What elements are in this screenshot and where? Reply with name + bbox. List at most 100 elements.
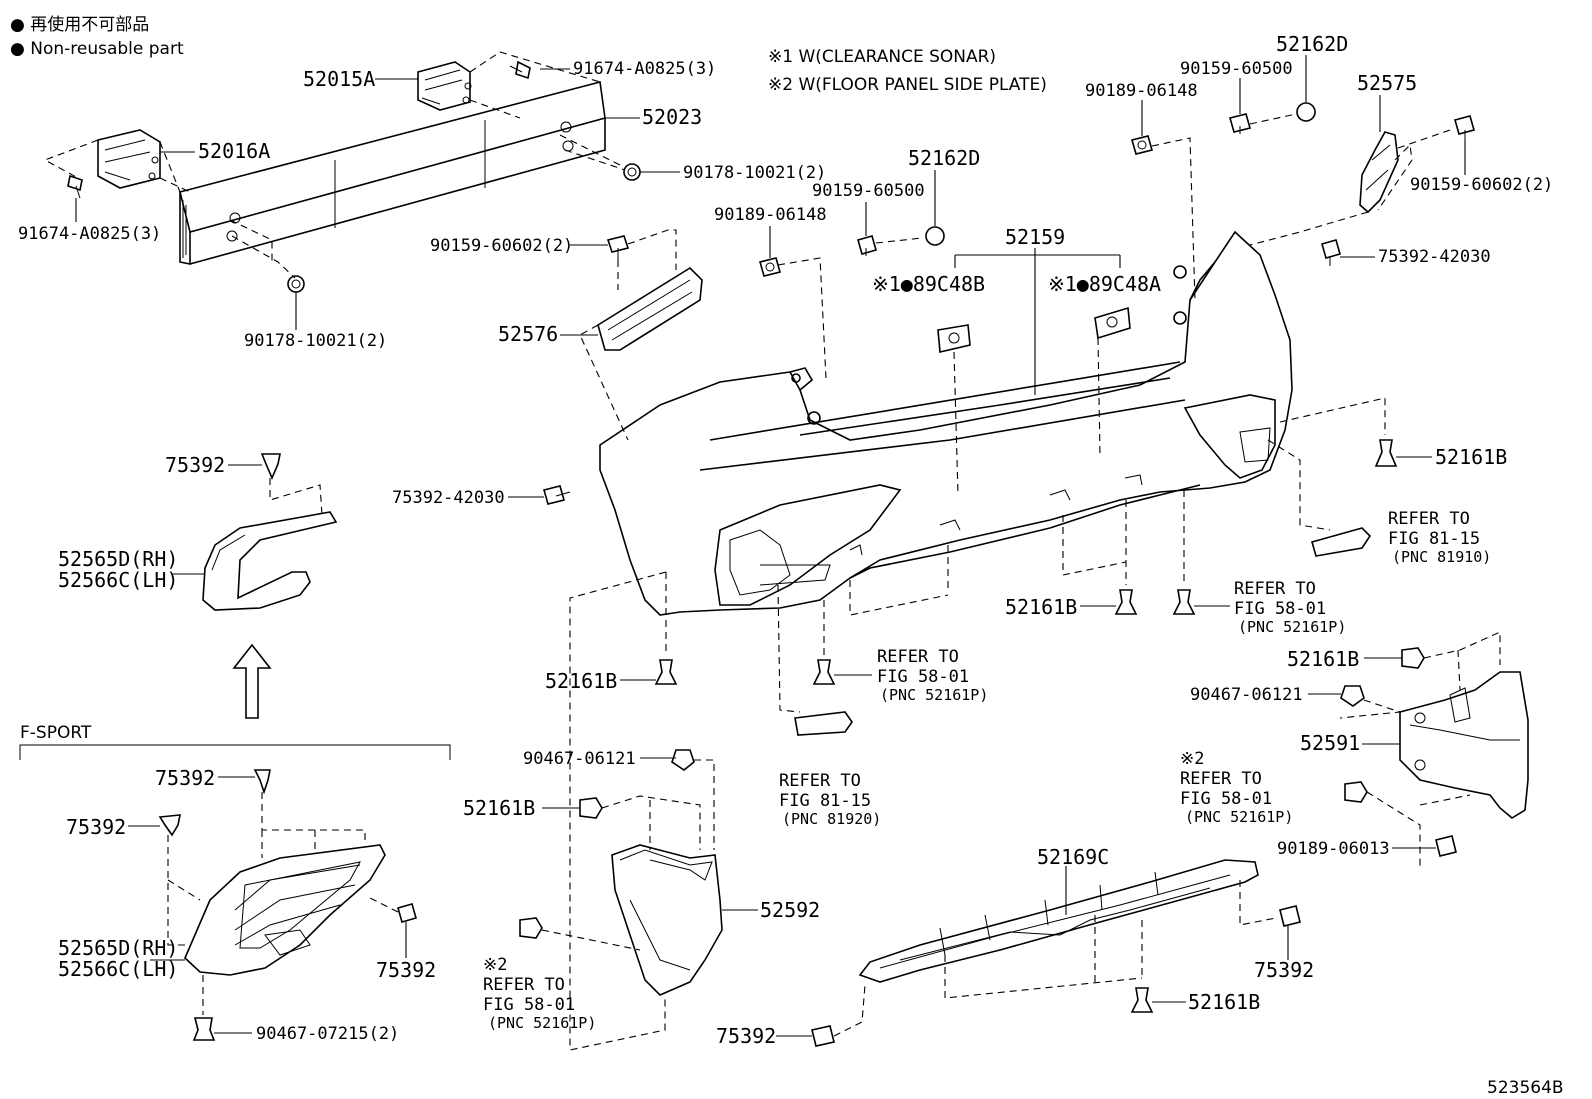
fsport-bezel-grille[interactable] bbox=[184, 844, 386, 976]
refer-fig-58-01-right[interactable]: REFER TO FIG 58-01 (PNC 52161P) bbox=[1234, 579, 1346, 636]
label-90189-06148-right: 90189-06148 bbox=[1085, 81, 1198, 101]
refer-fig-58-01-rear[interactable]: ※2 REFER TO FIG 58-01 (PNC 52161P) bbox=[1180, 749, 1293, 826]
side-retainer-52575[interactable] bbox=[1359, 131, 1399, 214]
label-52169c: 52169C bbox=[1037, 845, 1109, 869]
label-52565d-rh-b: 52565D(RH) bbox=[58, 936, 178, 960]
label-75392-42030-right: 75392-42030 bbox=[1378, 247, 1491, 267]
fog-bezel-52565d-52566c[interactable] bbox=[202, 511, 338, 611]
refer-5801-rear-l1: ※2 bbox=[1180, 749, 1204, 769]
label-52565d-rh-a: 52565D(RH) bbox=[58, 547, 178, 571]
label-52023: 52023 bbox=[642, 105, 702, 129]
clip-refer-5801-left[interactable] bbox=[519, 917, 543, 939]
clip-75392-42030-left[interactable] bbox=[543, 485, 571, 505]
clip-75392-fsport-left[interactable] bbox=[158, 814, 181, 837]
bolt-90159-60602-right[interactable] bbox=[1454, 115, 1475, 140]
legend-line-2: ● Non-reusable part bbox=[10, 39, 184, 59]
label-89c48b: ※1●89C48B bbox=[872, 272, 985, 296]
refer-5801-left-l2: REFER TO bbox=[483, 975, 565, 995]
refer-fig-81-15-center[interactable]: REFER TO FIG 81-15 (PNC 81920) bbox=[779, 771, 881, 828]
clip-52161b-right-upper[interactable] bbox=[1374, 439, 1398, 467]
label-52161b-center-left: 52161B bbox=[463, 796, 535, 820]
note-2: ※2 W(FLOOR PANEL SIDE PLATE) bbox=[768, 75, 1047, 95]
label-52576: 52576 bbox=[498, 322, 558, 346]
bolt-91674-a0825-left[interactable] bbox=[67, 174, 83, 199]
clip-75392-fsport-right[interactable] bbox=[397, 903, 417, 923]
label-75392-fsport-right: 75392 bbox=[376, 958, 436, 982]
bumper-cover-52159[interactable] bbox=[599, 230, 1293, 616]
clip-52161b-bottom-center[interactable] bbox=[1114, 589, 1138, 615]
refer-5801-center-l1: REFER TO bbox=[877, 647, 959, 667]
label-91674-a0825-left: 91674-A0825(3) bbox=[18, 224, 161, 244]
mudguard-52591[interactable] bbox=[1399, 671, 1529, 819]
clip-75392-diffuser-bottom[interactable] bbox=[811, 1025, 835, 1047]
label-75392-diffuser-right: 75392 bbox=[1254, 958, 1314, 982]
arrow-up-icon bbox=[232, 643, 272, 719]
clip-90189-06013[interactable] bbox=[1435, 835, 1457, 857]
label-75392-diffuser-bottom: 75392 bbox=[716, 1024, 776, 1048]
clip-52161b-center[interactable] bbox=[812, 659, 836, 685]
label-90467-06121-center: 90467-06121 bbox=[523, 749, 636, 769]
absorber-bracket-52016A[interactable] bbox=[97, 129, 161, 189]
label-89c48a: ※1●89C48A bbox=[1048, 272, 1161, 296]
label-52566c-lh-a: 52566C(LH) bbox=[58, 568, 178, 592]
diffuser-52169c[interactable] bbox=[858, 859, 1259, 983]
clip-75392-upper[interactable] bbox=[260, 453, 281, 481]
refer-5801-left-l4: (PNC 52161P) bbox=[488, 1014, 596, 1032]
sonar-retainer-89c48a[interactable] bbox=[1094, 306, 1131, 340]
legend-line-1: ● 再使用不可部品 bbox=[10, 14, 149, 35]
label-52159: 52159 bbox=[1005, 225, 1065, 249]
bolt-90159-60500-right[interactable] bbox=[1229, 113, 1251, 134]
clip-52161b-center-left[interactable] bbox=[579, 797, 603, 819]
label-90178-10021-bottom: 90178-10021(2) bbox=[244, 331, 387, 351]
refer-fig-81-15-right[interactable]: REFER TO FIG 81-15 (PNC 81910) bbox=[1388, 509, 1491, 566]
clip-refer-5801-rear[interactable] bbox=[1344, 781, 1368, 803]
nut-90178-10021-bottom[interactable] bbox=[287, 275, 305, 293]
clip-90467-07215[interactable] bbox=[192, 1017, 216, 1041]
bolt-90159-60602-left[interactable] bbox=[606, 235, 630, 260]
clip-75392-fsport-top[interactable] bbox=[253, 769, 271, 795]
label-52161b-right-upper: 52161B bbox=[1435, 445, 1507, 469]
label-52591: 52591 bbox=[1300, 731, 1360, 755]
clip-90189-06148-right[interactable] bbox=[1131, 135, 1153, 155]
label-75392-fsport-left: 75392 bbox=[66, 815, 126, 839]
clip-75392-42030-right[interactable] bbox=[1321, 239, 1341, 266]
label-90159-60500-center: 90159-60500 bbox=[812, 181, 925, 201]
label-90189-06148-center: 90189-06148 bbox=[714, 205, 827, 225]
label-90159-60602-right: 90159-60602(2) bbox=[1410, 175, 1553, 195]
absorber-bracket-52015A[interactable] bbox=[417, 61, 472, 111]
label-52592: 52592 bbox=[760, 898, 820, 922]
illustration-id: 523564B bbox=[1487, 1078, 1564, 1098]
label-90159-60602-left: 90159-60602(2) bbox=[430, 236, 573, 256]
refer-fig-58-01-center[interactable]: REFER TO FIG 58-01 (PNC 52161P) bbox=[877, 647, 988, 704]
clip-refer-5801-right[interactable] bbox=[1172, 589, 1196, 615]
note-1: ※1 W(CLEARANCE SONAR) bbox=[768, 47, 996, 67]
refer-fig-58-01-left[interactable]: ※2 REFER TO FIG 58-01 (PNC 52161P) bbox=[483, 955, 596, 1032]
bolt-90159-60500-center[interactable] bbox=[857, 235, 877, 256]
bolt-91674-a0825-top[interactable] bbox=[509, 60, 531, 80]
clip-52161b-left[interactable] bbox=[654, 659, 678, 685]
refer-8115-right-l1: REFER TO bbox=[1388, 509, 1470, 529]
plug-52162d-center[interactable] bbox=[925, 226, 945, 246]
nut-90467-06121-center[interactable] bbox=[671, 749, 695, 771]
refer-5801-rear-l3: FIG 58-01 bbox=[1180, 789, 1272, 809]
label-90189-06013: 90189-06013 bbox=[1277, 839, 1390, 859]
clip-52161b-right-rear[interactable] bbox=[1401, 647, 1425, 669]
sonar-retainer-89c48b[interactable] bbox=[937, 324, 971, 353]
plug-52162d-right[interactable] bbox=[1296, 102, 1316, 122]
nut-90467-06121-right[interactable] bbox=[1340, 685, 1365, 707]
clip-75392-diffuser-right[interactable] bbox=[1279, 905, 1301, 927]
side-retainer-52576[interactable] bbox=[597, 266, 703, 351]
refer-8115-center-l2: FIG 81-15 bbox=[779, 791, 871, 811]
nut-90178-10021-right[interactable] bbox=[623, 163, 641, 181]
label-52566c-lh-b: 52566C(LH) bbox=[58, 957, 178, 981]
mudguard-52592[interactable] bbox=[611, 844, 723, 996]
refer-5801-rear-l2: REFER TO bbox=[1180, 769, 1262, 789]
refer-5801-right-l3: (PNC 52161P) bbox=[1238, 618, 1346, 636]
label-90159-60500-right: 90159-60500 bbox=[1180, 59, 1293, 79]
clip-90189-06148-center[interactable] bbox=[759, 257, 781, 277]
reflector-81910[interactable] bbox=[1311, 527, 1372, 557]
reflector-81920[interactable] bbox=[794, 711, 853, 736]
label-52015A: 52015A bbox=[303, 67, 375, 91]
clip-52161b-diffuser[interactable] bbox=[1130, 987, 1154, 1013]
